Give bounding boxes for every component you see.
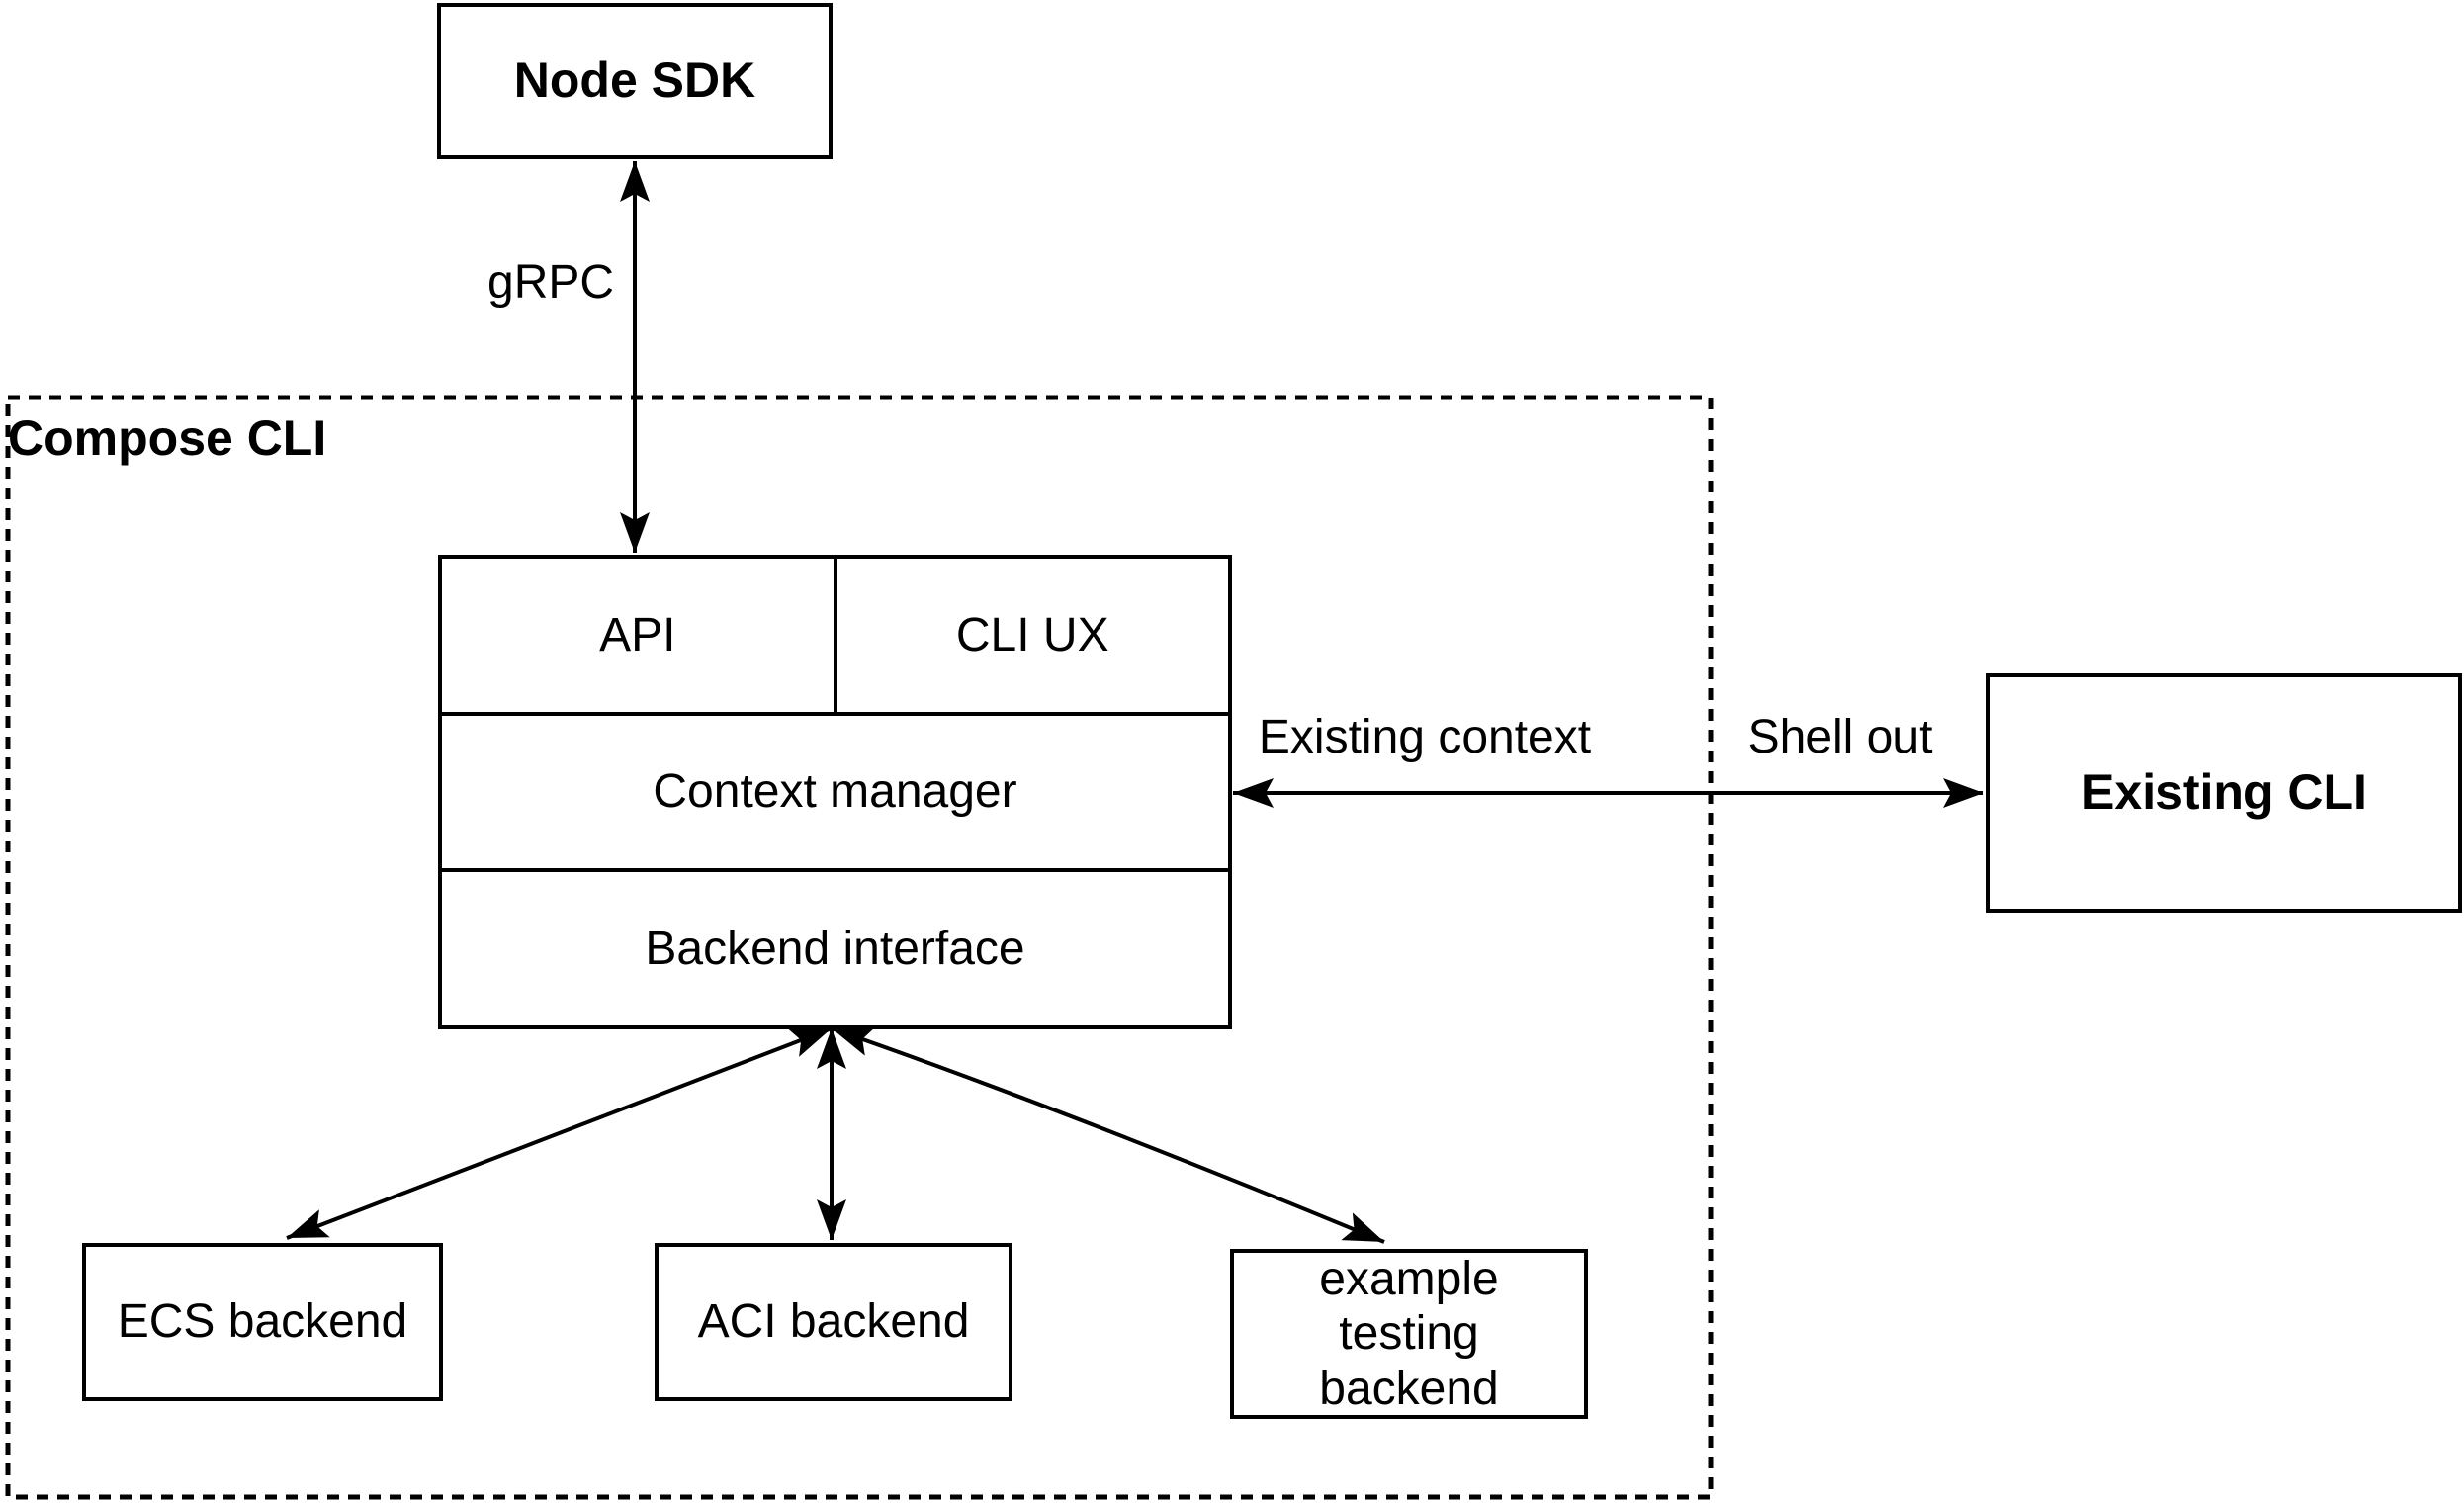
example-testing-backend-label: example testing backend [1319,1253,1499,1415]
api-cliux-row: API CLI UX [442,559,1228,712]
example-testing-backend-box: example testing backend [1230,1249,1588,1419]
node-sdk-label: Node SDK [513,52,756,109]
compose-cli-container-label: Compose CLI [8,410,327,466]
backend-interface-box: Backend interface [442,868,1228,1025]
context-manager-label: Context manager [653,765,1017,819]
shell-out-edge-label: Shell out [1747,711,1933,763]
ecs-backend-box: ECS backend [82,1243,443,1401]
aci-backend-box: ACI backend [655,1243,1012,1401]
edge-example-arrow [831,1026,1385,1244]
compose-cli-container-border [5,395,1714,1500]
aci-backend-label: ACI backend [697,1295,970,1349]
cli-ux-box: CLI UX [837,559,1229,712]
api-box: API [442,559,837,712]
existing-context-edge-label: Existing context [1258,711,1592,763]
ecs-backend-label: ECS backend [117,1295,408,1349]
existing-cli-label: Existing CLI [2081,764,2367,821]
node-sdk-box: Node SDK [437,3,833,159]
compose-cli-core-box: API CLI UX Context manager Backend inter… [438,555,1232,1029]
cli-ux-label: CLI UX [955,608,1109,662]
api-label: API [599,608,676,662]
grpc-edge-label: gRPC [487,256,615,309]
backend-interface-label: Backend interface [645,923,1025,976]
existing-cli-box: Existing CLI [1986,673,2462,913]
context-manager-box: Context manager [442,711,1228,869]
edge-ecs-arrow [286,1026,833,1240]
